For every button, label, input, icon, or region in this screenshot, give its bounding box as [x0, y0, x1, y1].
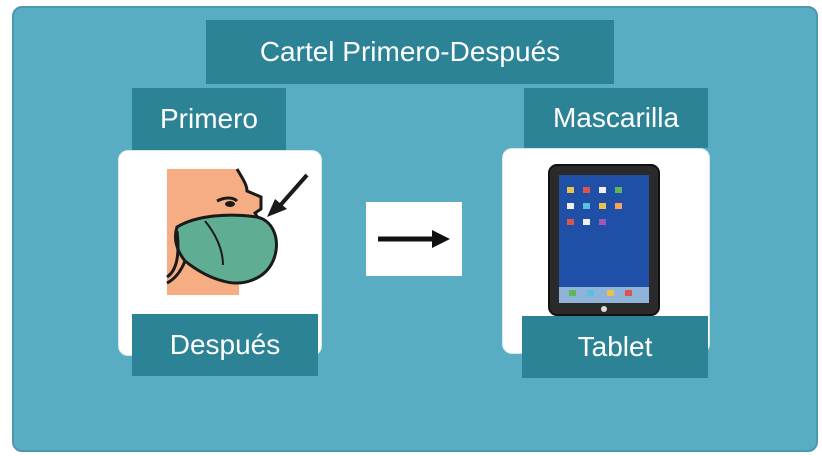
board-title: Cartel Primero-Después — [206, 20, 614, 84]
then-label: Mascarilla — [524, 88, 708, 148]
first-picture-card — [118, 150, 322, 356]
arrow-right-icon — [378, 230, 450, 248]
face-mask-icon — [166, 168, 309, 295]
tablet-icon — [548, 164, 660, 316]
first-then-board: Cartel Primero-Después Primero Mascarill… — [12, 6, 818, 452]
then-caption: Tablet — [522, 316, 708, 378]
first-label: Primero — [132, 88, 286, 150]
arrow-panel — [366, 202, 462, 276]
first-caption: Después — [132, 314, 318, 376]
